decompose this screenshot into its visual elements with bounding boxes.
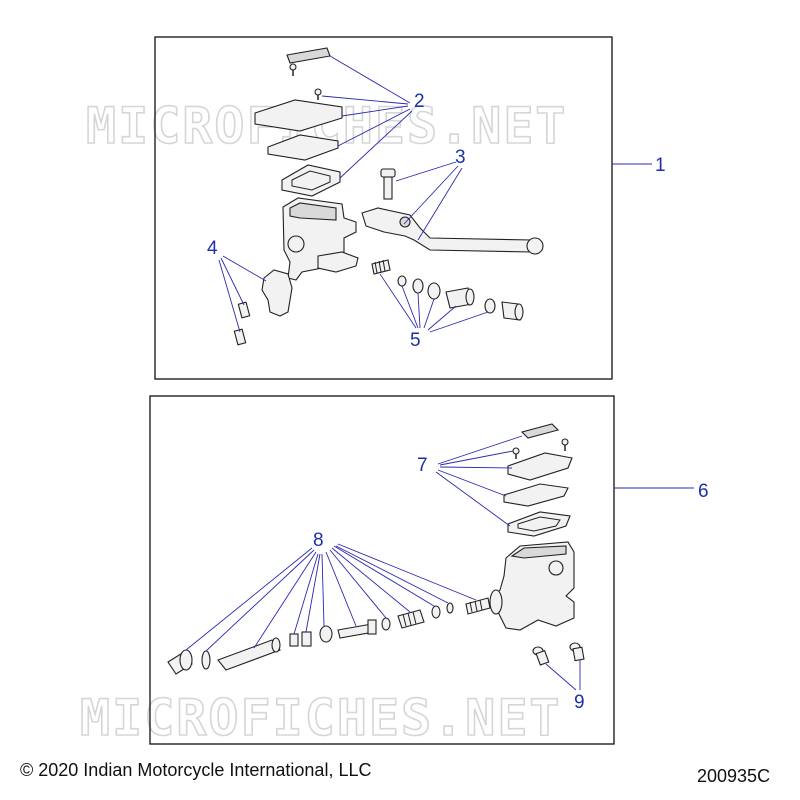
callout-1: 1 xyxy=(655,155,666,176)
cover-plate-bottom xyxy=(503,483,569,507)
callout-5: 5 xyxy=(410,330,421,351)
handlebar-clamp xyxy=(261,269,293,317)
callout-6: 6 xyxy=(698,481,709,502)
top-assembly-frame xyxy=(154,36,613,380)
cover-screw-c xyxy=(561,438,569,451)
dust-boot xyxy=(501,301,524,321)
cover-decal-bottom xyxy=(520,423,560,439)
spacer-b xyxy=(301,631,312,647)
snap-ring xyxy=(484,298,496,314)
dust-boot-bottom xyxy=(167,649,193,675)
diaphragm xyxy=(281,164,341,197)
cover-plate xyxy=(267,134,339,161)
callout-2: 2 xyxy=(414,91,425,112)
seal-bottom-a xyxy=(319,625,333,643)
cover-screw-b xyxy=(314,88,322,100)
seal-bottom-c xyxy=(431,605,441,619)
snap-ring-bottom xyxy=(201,650,211,670)
diaphragm-bottom xyxy=(507,511,571,537)
seal-a xyxy=(397,275,407,287)
master-cylinder-body-top xyxy=(282,197,359,281)
reservoir-cover-stack-bottom xyxy=(503,423,573,537)
cover-screw-a xyxy=(289,63,297,76)
pushrod xyxy=(217,637,281,671)
spring-bottom xyxy=(397,609,425,629)
callout-7: 7 xyxy=(417,455,428,476)
watermark-bottom: MICROFICHES.NET xyxy=(80,689,562,747)
callout-4: 4 xyxy=(207,238,218,259)
mount-bolt-a xyxy=(532,646,550,666)
spacer-a xyxy=(289,633,299,647)
copyright-notice: © 2020 Indian Motorcycle International, … xyxy=(20,760,372,780)
seal-c xyxy=(427,282,441,300)
callout-3: 3 xyxy=(455,147,466,168)
reservoir-cover xyxy=(254,99,343,132)
callout-8: 8 xyxy=(313,530,324,551)
pivot-bolt xyxy=(380,168,396,200)
reservoir-cover-stack-top xyxy=(254,47,343,197)
piston-bottom xyxy=(337,619,377,639)
seal-b xyxy=(412,278,424,294)
cover-screw-d xyxy=(512,447,520,459)
check-valve xyxy=(446,602,454,614)
seal-bottom-b xyxy=(381,617,391,631)
figure-id: 200935C xyxy=(697,766,771,786)
return-spring-bottom xyxy=(465,597,491,615)
piston xyxy=(445,287,475,309)
clamp-bolt-a xyxy=(237,301,251,319)
master-cylinder-body-bottom xyxy=(489,541,575,631)
mount-bolt-b xyxy=(569,642,585,662)
cover-decal xyxy=(286,47,331,64)
bottom-assembly-frame xyxy=(149,395,615,745)
clamp-bolt-b xyxy=(233,328,247,346)
piston-kit-top xyxy=(371,259,524,321)
reservoir-cover-bottom xyxy=(507,452,573,481)
return-spring xyxy=(371,259,391,275)
piston-kit-bottom xyxy=(167,597,491,675)
brake-lever xyxy=(361,207,544,255)
callout-9: 9 xyxy=(574,692,585,713)
